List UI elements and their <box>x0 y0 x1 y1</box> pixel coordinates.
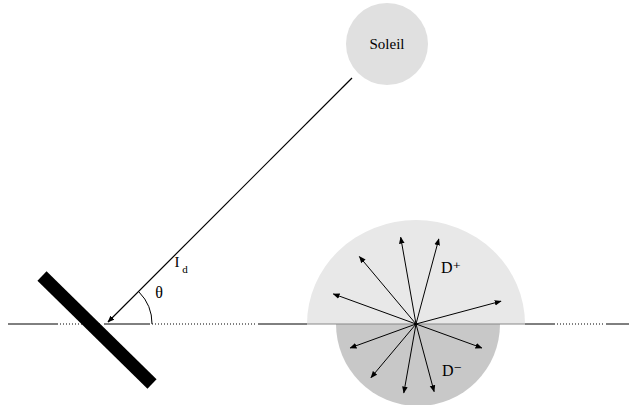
diffuse-ray <box>401 237 416 324</box>
angle-symbol: θ <box>155 285 163 301</box>
sun-circle: Soleil <box>346 3 428 85</box>
upper-half-disk <box>307 220 525 324</box>
angle-arc <box>139 292 152 324</box>
solar-panel <box>42 276 152 384</box>
diffuse-down-label: D⁻ <box>442 363 462 379</box>
sun-label: Soleil <box>369 36 404 53</box>
diffuse-ray <box>416 239 439 324</box>
diffuse-ray <box>333 294 416 324</box>
diffuse-ray <box>404 324 416 393</box>
lower-half-disk <box>336 324 500 405</box>
irradiance-subscript: d <box>182 264 188 275</box>
diffuse-ray <box>416 301 501 324</box>
diffuse-ray <box>416 324 482 348</box>
diffuse-rays <box>333 237 501 393</box>
direct-ray <box>108 78 352 322</box>
diffuse-ray <box>416 324 434 392</box>
diffuse-up-label: D⁺ <box>441 260 461 276</box>
ground-line <box>8 324 629 325</box>
irradiance-symbol: I <box>175 255 180 270</box>
diffuse-ray <box>350 324 416 348</box>
